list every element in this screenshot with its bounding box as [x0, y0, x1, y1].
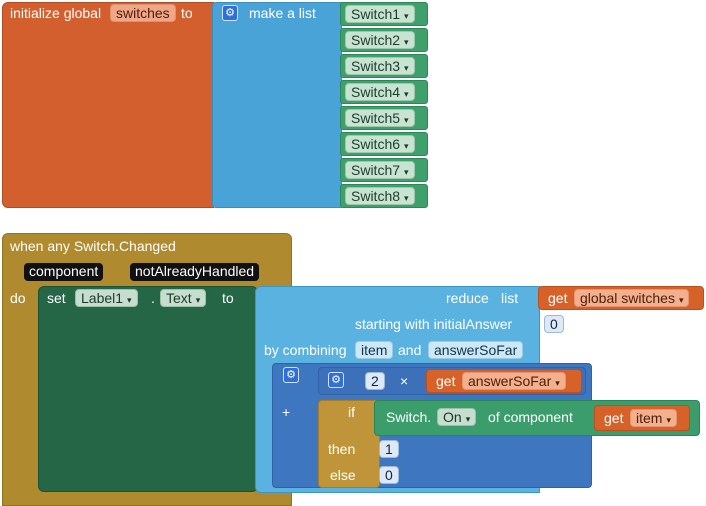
reduce-list-label: list [501, 290, 519, 306]
dropdown-arrow-icon: ▾ [127, 295, 132, 305]
switch-item-label: Switch8 [351, 188, 401, 204]
dropdown-arrow-icon: ▾ [404, 167, 409, 177]
get-label: get [604, 410, 624, 426]
dropdown-arrow-icon: ▾ [465, 414, 471, 424]
get-label: get [436, 373, 456, 389]
initialize-to-label: to [181, 5, 193, 21]
switch-item-label: Switch3 [351, 58, 401, 74]
switch-property-dropdown[interactable]: On▾ [437, 408, 477, 426]
else-label: else [330, 467, 356, 483]
switch-item-label: Switch5 [351, 110, 401, 126]
set-label-text-block[interactable] [38, 286, 258, 492]
switch-property-value: On [443, 409, 462, 425]
param-not-already-handled[interactable]: notAlreadyHandled [130, 263, 260, 281]
switch-item-label: Switch7 [351, 162, 401, 178]
switch-item-dropdown[interactable]: Switch1▾ [345, 5, 415, 23]
answer-so-far-value: answerSoFar [468, 373, 552, 389]
switch-item-dropdown[interactable]: Switch2▾ [345, 31, 415, 49]
property-dropdown-value: Text [166, 290, 192, 306]
initialize-global-block[interactable] [2, 2, 214, 208]
dropdown-arrow-icon: ▾ [404, 115, 409, 125]
switch-item-dropdown[interactable]: Switch5▾ [345, 109, 415, 127]
dropdown-arrow-icon: ▾ [678, 295, 684, 305]
item-value: item [636, 410, 663, 426]
switch-item-dropdown[interactable]: Switch7▾ [345, 161, 415, 179]
dropdown-arrow-icon: ▾ [404, 141, 409, 151]
event-title: when any Switch.Changed [10, 238, 176, 254]
dropdown-arrow-icon: ▾ [404, 193, 409, 203]
global-switches-dropdown[interactable]: global switches▾ [574, 289, 690, 307]
answer-so-far-dropdown[interactable]: answerSoFar▾ [462, 372, 566, 390]
switch-item-label: Switch2 [351, 32, 401, 48]
make-a-list-block[interactable] [212, 2, 342, 208]
plus-operator: + [282, 404, 291, 420]
times-operator: × [400, 373, 409, 389]
item-dropdown[interactable]: item▾ [630, 409, 677, 427]
multiply-mutator-gear-icon[interactable]: ⚙ [328, 372, 344, 388]
else-number[interactable]: 0 [379, 466, 399, 484]
reduce-label: reduce [446, 290, 489, 306]
switch-item-label: Switch4 [351, 84, 401, 100]
multiplier-number[interactable]: 2 [365, 372, 385, 390]
switch-item-dropdown[interactable]: Switch3▾ [345, 57, 415, 75]
switch-item-dropdown[interactable]: Switch4▾ [345, 83, 415, 101]
dropdown-arrow-icon: ▾ [195, 295, 201, 305]
switch-item-dropdown[interactable]: Switch6▾ [345, 135, 415, 153]
do-label: do [10, 290, 26, 306]
dropdown-arrow-icon: ▾ [404, 63, 409, 73]
switch-label: Switch. [386, 409, 432, 425]
initial-answer-number[interactable]: 0 [544, 315, 564, 333]
make-a-list-label: make a list [249, 5, 316, 21]
of-component-label: of component [488, 409, 573, 425]
addition-mutator-gear-icon[interactable]: ⚙ [283, 367, 299, 383]
global-var-name-field[interactable]: switches [110, 4, 176, 22]
item-var-field[interactable]: item [355, 341, 394, 359]
property-dropdown[interactable]: Text▾ [160, 289, 207, 307]
then-number[interactable]: 1 [379, 440, 399, 458]
and-label: and [398, 342, 422, 358]
dot-separator: . [151, 290, 155, 306]
switch-item-dropdown[interactable]: Switch8▾ [345, 187, 415, 205]
by-combining-label: by combining [264, 342, 347, 358]
list-mutator-gear-icon[interactable]: ⚙ [222, 5, 238, 21]
dropdown-arrow-icon: ▾ [404, 37, 409, 47]
if-label: if [348, 404, 355, 420]
switch-item-label: Switch1 [351, 6, 401, 22]
answer-so-far-var-field[interactable]: answerSoFar [428, 341, 524, 359]
dropdown-arrow-icon: ▾ [666, 415, 671, 425]
set-to-label: to [222, 290, 234, 306]
switch-item-label: Switch6 [351, 136, 401, 152]
dropdown-arrow-icon: ▾ [404, 11, 409, 21]
dropdown-arrow-icon: ▾ [555, 378, 560, 388]
component-dropdown[interactable]: Label1▾ [75, 289, 138, 307]
initialize-global-label: initialize global [10, 5, 102, 21]
then-label: then [328, 441, 356, 457]
starting-with-label: starting with initialAnswer [355, 316, 513, 332]
set-label: set [47, 290, 66, 306]
component-dropdown-value: Label1 [81, 290, 124, 306]
get-label: get [548, 290, 568, 306]
param-component[interactable]: component [24, 263, 104, 281]
global-switches-value: global switches [580, 290, 675, 306]
dropdown-arrow-icon: ▾ [404, 89, 409, 99]
